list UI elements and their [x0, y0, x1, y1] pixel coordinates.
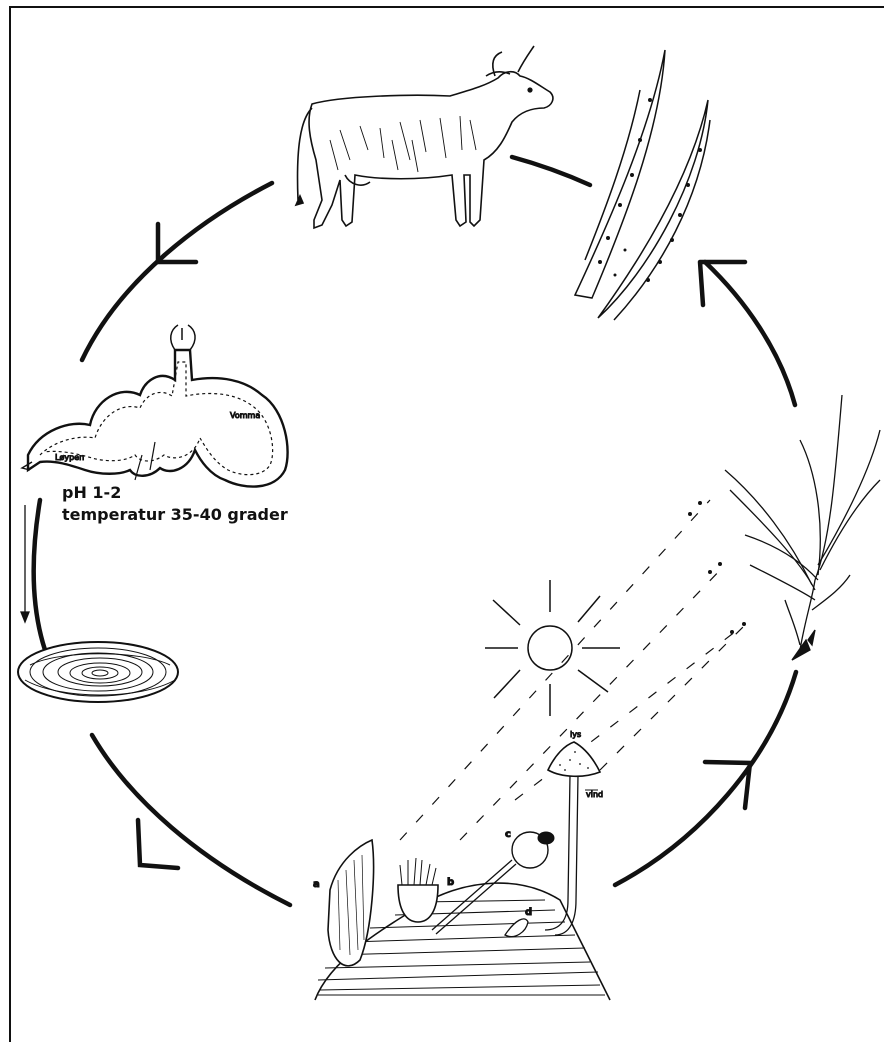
diagram-frame — [9, 6, 884, 1042]
